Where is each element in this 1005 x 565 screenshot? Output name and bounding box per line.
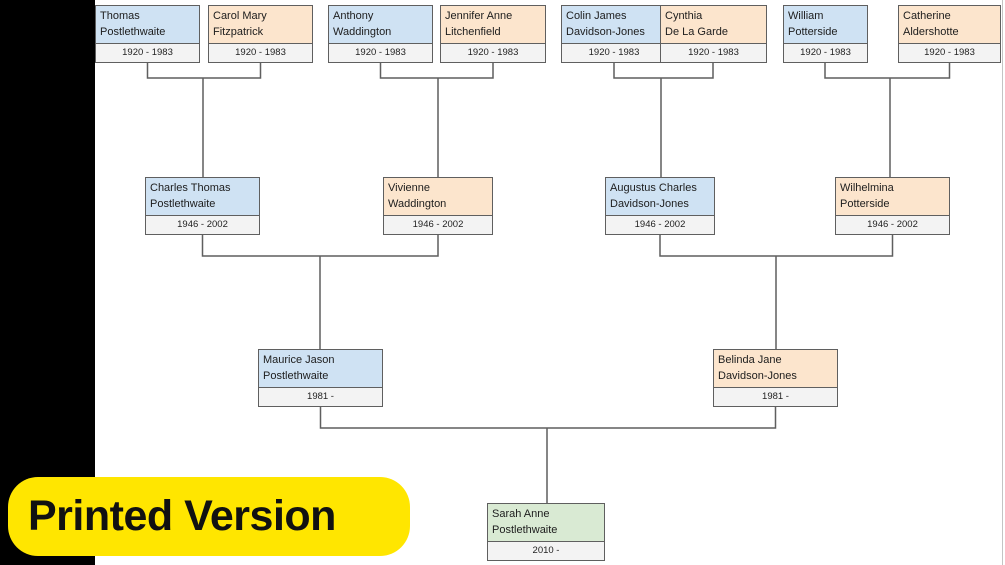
connector-couple-4 [824, 61, 951, 177]
person-dates: 1920 - 1983 [784, 44, 867, 62]
connector-couple-5 [201, 233, 439, 349]
person-dates: 1946 - 2002 [384, 216, 492, 234]
left-black-sidebar [0, 0, 95, 565]
canvas-right-edge-line [1002, 0, 1003, 565]
printed-version-label: Printed Version [28, 492, 336, 540]
connector-couple-6 [659, 233, 894, 349]
person-dates: 1920 - 1983 [441, 44, 545, 62]
person-dates: 1946 - 2002 [146, 216, 259, 234]
person-dates: 1981 - [259, 388, 382, 406]
person-dates: 1920 - 1983 [562, 44, 666, 62]
person-dates: 1920 - 1983 [899, 44, 1000, 62]
connector-couple-3 [613, 61, 714, 177]
person-dates: 1920 - 1983 [329, 44, 432, 62]
person-dates: 1920 - 1983 [96, 44, 199, 62]
person-dates: 1981 - [714, 388, 837, 406]
person-dates: 1946 - 2002 [836, 216, 949, 234]
connector-couple-1 [146, 61, 262, 177]
connector-couple-2 [379, 61, 494, 177]
person-dates: 2010 - [488, 542, 604, 560]
printed-version-badge: Printed Version [8, 477, 410, 556]
person-dates: 1920 - 1983 [661, 44, 766, 62]
person-dates: 1920 - 1983 [209, 44, 312, 62]
person-dates: 1946 - 2002 [606, 216, 714, 234]
